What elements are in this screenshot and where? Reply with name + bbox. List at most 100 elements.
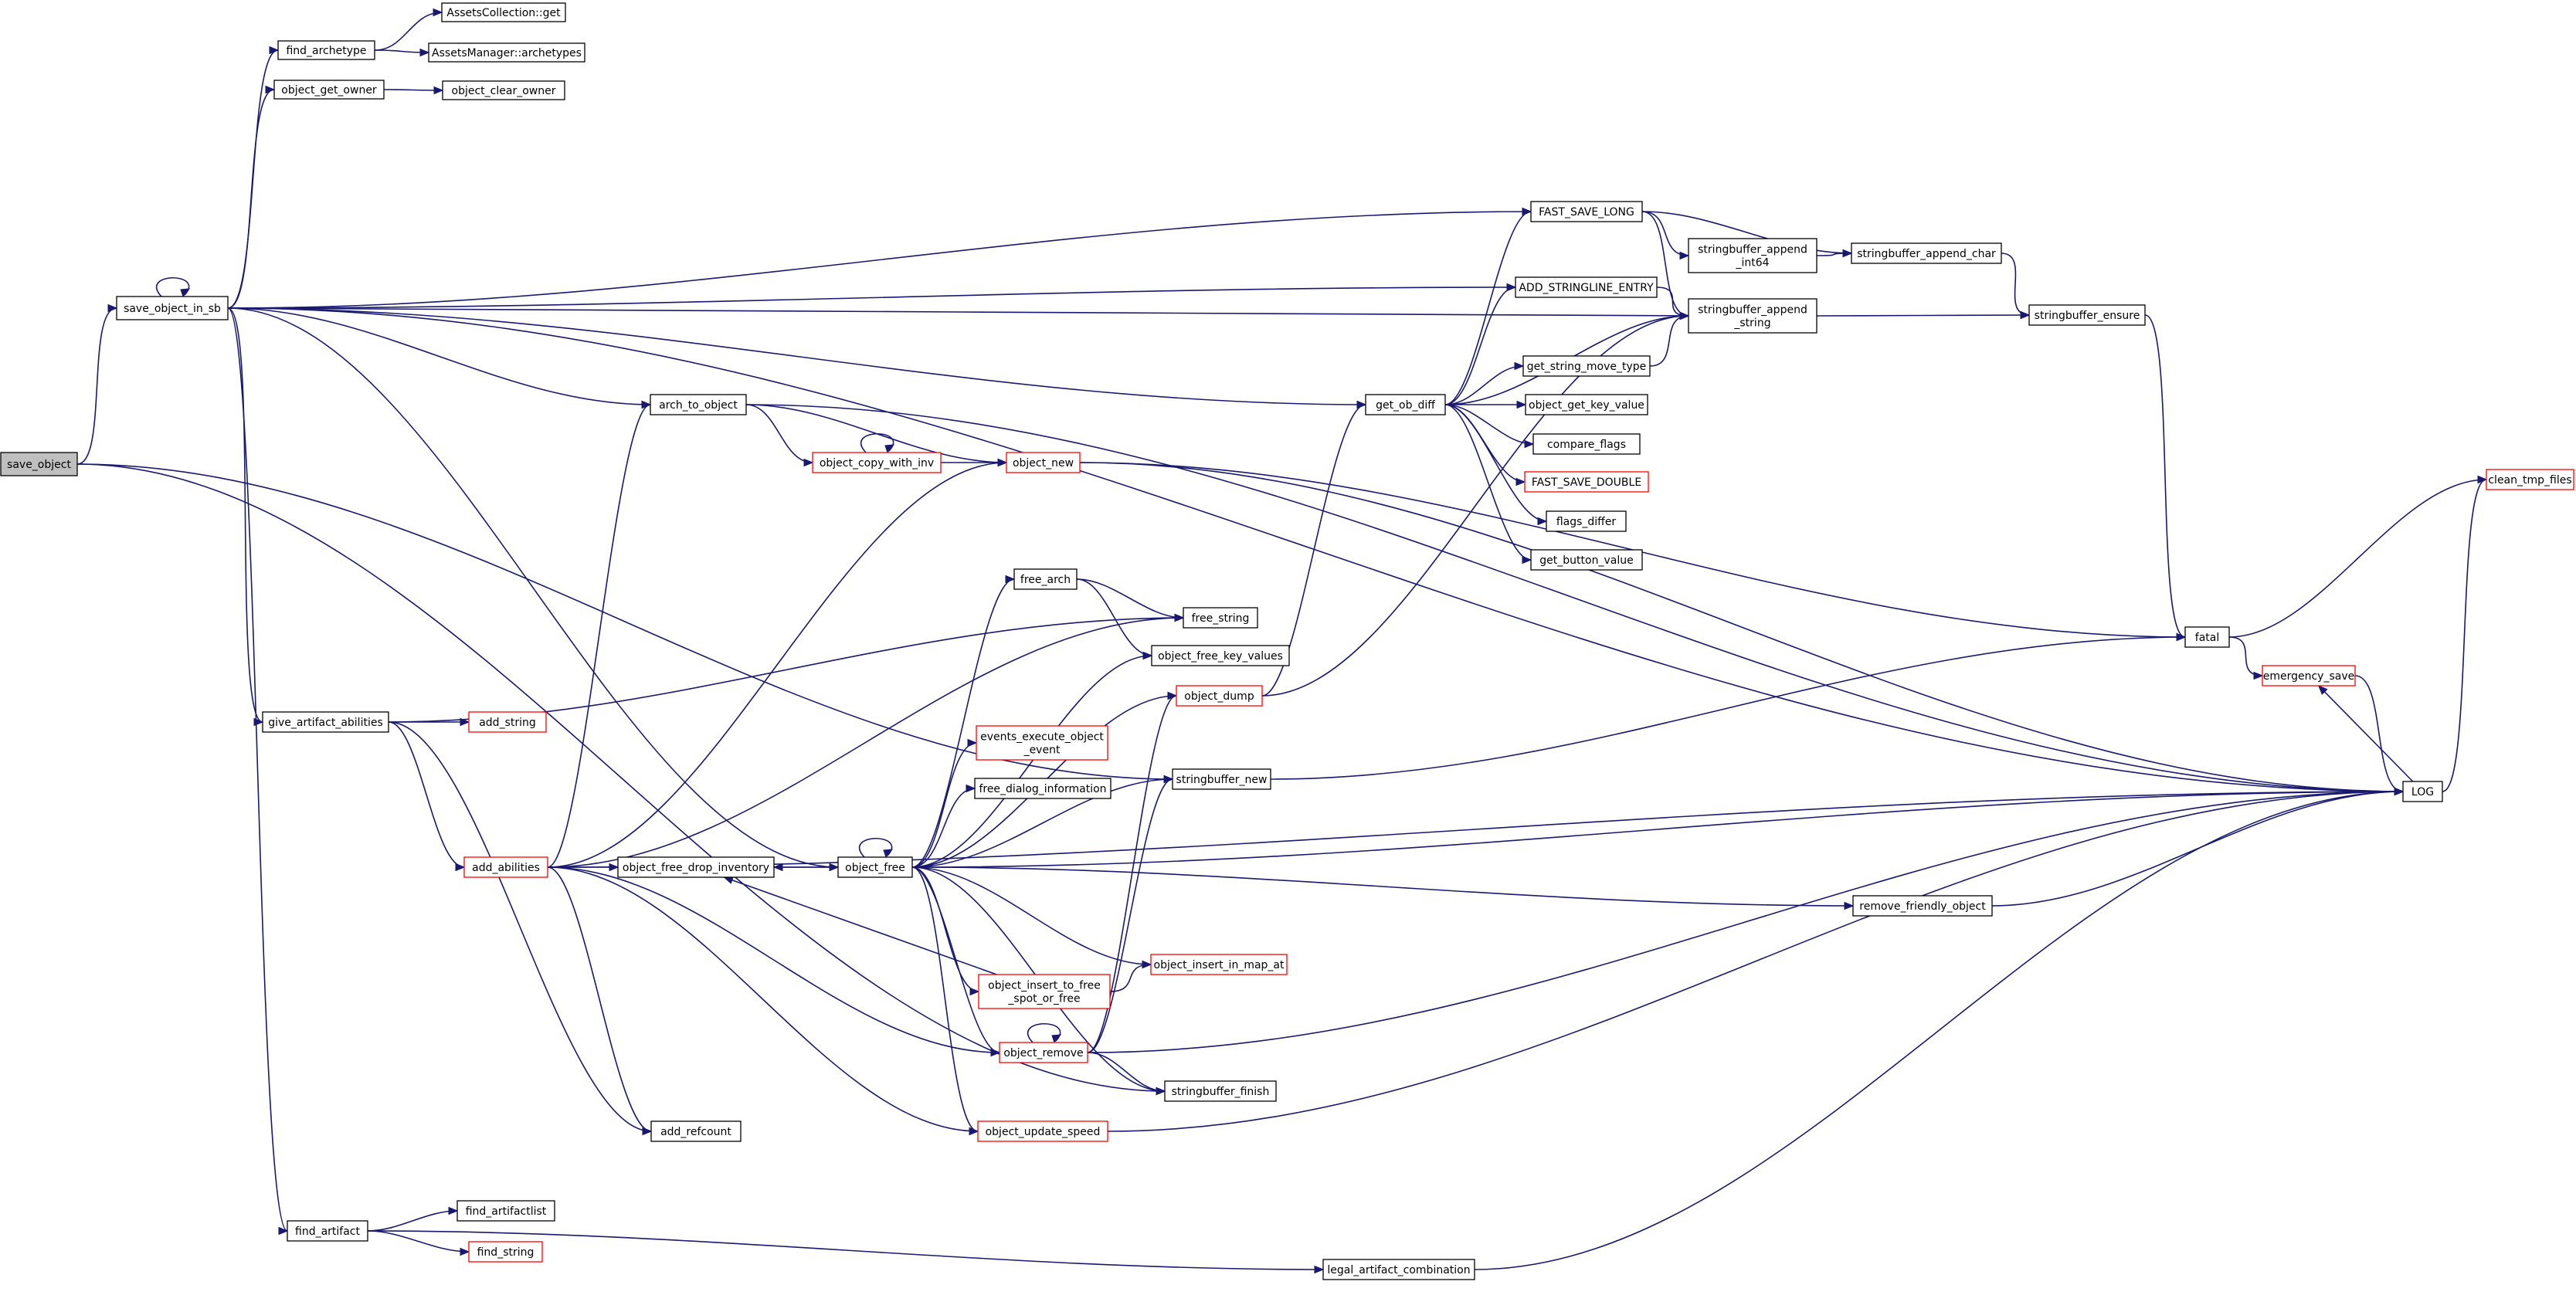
node-box: [976, 725, 1108, 761]
node-box: [1151, 645, 1290, 666]
node-object-get-key-value[interactable]: object_get_key_value: [1525, 394, 1648, 415]
node-stringbuffer-new[interactable]: stringbuffer_new: [1172, 768, 1271, 790]
node-add-refcount[interactable]: add_refcount: [650, 1120, 742, 1142]
node-object-insert-in-map-at[interactable]: object_insert_in_map_at: [1150, 954, 1288, 975]
node-object-insert-to-free-spot-or-free[interactable]: object_insert_to_free_spot_or_free: [978, 974, 1111, 1009]
edge-save_object-to-save_object_in_sb: [76, 303, 118, 465]
node-get-string-move-type[interactable]: get_string_move_type: [1522, 355, 1651, 377]
node-label: _string: [1733, 317, 1770, 330]
node-object-remove[interactable]: object_remove: [999, 1042, 1088, 1063]
node-box: [812, 452, 942, 473]
node-box: [974, 778, 1112, 799]
node-find-artifactlist[interactable]: find_artifactlist: [456, 1200, 555, 1222]
node-find-artifact[interactable]: find_artifact: [287, 1220, 368, 1242]
node-label: AssetsCollection::get: [446, 7, 561, 19]
node-stringbuffer-ensure[interactable]: stringbuffer_ensure: [2028, 304, 2146, 326]
node-label: stringbuffer_finish: [1172, 1086, 1270, 1098]
edge-object_free-to-object_insert_to_free_spot_or_free: [911, 866, 980, 996]
node-legal-artifact-combination[interactable]: legal_artifact_combination: [1322, 1259, 1475, 1280]
node-object-update-speed[interactable]: object_update_speed: [977, 1120, 1108, 1142]
node-give-artifact-abilities[interactable]: give_artifact_abilities: [262, 711, 389, 733]
node-object-copy-with-inv[interactable]: object_copy_with_inv: [812, 452, 942, 473]
node-label: legal_artifact_combination: [1327, 1264, 1470, 1276]
node-remove-friendly-object[interactable]: remove_friendly_object: [1852, 895, 1993, 917]
edge-object_dump-to-get_ob_diff: [1261, 400, 1367, 697]
node-box: [1172, 768, 1271, 790]
edge-object_free-to-events_execute_object_event: [911, 738, 978, 868]
node-flags-differ[interactable]: flags_differ: [1546, 510, 1627, 532]
edge-find_archetype-to-AssetsCollection_get: [374, 8, 443, 51]
node-box: [1365, 394, 1446, 415]
node-get-ob-diff[interactable]: get_ob_diff: [1365, 394, 1446, 415]
node-label: object_free_key_values: [1158, 650, 1283, 663]
node-find-archetype[interactable]: find_archetype: [277, 40, 375, 60]
edge-object_insert_to_free_spot_or_free-to-object_insert_in_map_at: [1109, 960, 1152, 992]
node-label: stringbuffer_append: [1698, 304, 1807, 317]
node-compare-flags[interactable]: compare_flags: [1532, 433, 1641, 455]
node-add-abilities[interactable]: add_abilities: [463, 856, 548, 878]
node-object-free-drop-inventory[interactable]: object_free_drop_inventory: [617, 856, 775, 878]
node-add-string[interactable]: add_string: [468, 711, 547, 733]
node-box: [2184, 626, 2230, 648]
node-box: [1530, 549, 1643, 571]
node-label: events_execute_object: [980, 731, 1104, 744]
node-free-dialog-information[interactable]: free_dialog_information: [974, 778, 1112, 799]
node-label: arch_to_object: [659, 399, 738, 412]
node-object-get-owner[interactable]: object_get_owner: [273, 80, 385, 100]
node-box: [442, 80, 565, 100]
node-object-clear-owner[interactable]: object_clear_owner: [442, 80, 565, 100]
node-stringbuffer-append-char[interactable]: stringbuffer_append_char: [1851, 242, 2002, 264]
edge-get_ob_diff-to-object_get_key_value: [1445, 400, 1527, 409]
node-free-arch[interactable]: free_arch: [1013, 568, 1078, 590]
node-label: object_insert_to_free: [988, 980, 1101, 992]
node-label: stringbuffer_append_char: [1857, 248, 1996, 260]
node-box: [1515, 276, 1658, 298]
node-box: [1546, 510, 1627, 532]
node-label: object_remove: [1003, 1047, 1083, 1059]
node-events-execute-object-event[interactable]: events_execute_object_event: [976, 725, 1108, 761]
node-save-object[interactable]: save_object: [0, 452, 78, 476]
node-box: [1522, 355, 1651, 377]
node-object-new[interactable]: object_new: [1006, 452, 1081, 473]
edge-arch_to_object-to-object_copy_with_inv: [745, 404, 814, 467]
edge-get_ob_diff-to-get_button_value: [1444, 404, 1532, 564]
node-log[interactable]: LOG: [2402, 781, 2443, 802]
edge-LOG-to-emergency_save: [2317, 685, 2414, 782]
node-stringbuffer-finish[interactable]: stringbuffer_finish: [1164, 1080, 1277, 1102]
node-object-free[interactable]: object_free: [837, 856, 913, 878]
node-add-stringline-entry[interactable]: ADD_STRINGLINE_ENTRY: [1515, 276, 1658, 298]
node-box: [1524, 471, 1649, 493]
node-label: object_copy_with_inv: [820, 457, 934, 470]
node-save-object-in-sb[interactable]: save_object_in_sb: [116, 296, 229, 320]
node-stringbuffer-append-string[interactable]: stringbuffer_append_string: [1688, 298, 1817, 334]
node-stringbuffer-append-int64[interactable]: stringbuffer_append_int64: [1688, 238, 1817, 273]
edge-get_ob_diff-to-get_string_move_type: [1444, 361, 1525, 405]
node-object-free-key-values[interactable]: object_free_key_values: [1151, 645, 1290, 666]
edge-FAST_SAVE_LONG-to-stringbuffer_append_int64: [1641, 211, 1690, 260]
edge-save_object_in_sb-to-save_object_in_sb: [155, 276, 191, 298]
node-fatal[interactable]: fatal: [2184, 626, 2230, 648]
edge-object_copy_with_inv-to-object_copy_with_inv: [860, 432, 895, 454]
node-get-button-value[interactable]: get_button_value: [1530, 549, 1643, 571]
node-emergency-save[interactable]: emergency_save: [2262, 665, 2356, 686]
node-object-dump[interactable]: object_dump: [1176, 685, 1263, 707]
node-label: FAST_SAVE_DOUBLE: [1532, 476, 1641, 489]
node-fast-save-long[interactable]: FAST_SAVE_LONG: [1530, 201, 1643, 222]
node-assetscollection-get[interactable]: AssetsCollection::get: [441, 2, 566, 22]
node-arch-to-object[interactable]: arch_to_object: [650, 394, 747, 415]
node-box: [2028, 304, 2146, 326]
node-label: stringbuffer_new: [1176, 774, 1268, 786]
node-label: add_abilities: [472, 862, 540, 874]
node-box: [1183, 607, 1258, 629]
node-label: stringbuffer_ensure: [2035, 310, 2140, 322]
node-label: object_get_owner: [281, 84, 377, 97]
node-fast-save-double[interactable]: FAST_SAVE_DOUBLE: [1524, 471, 1649, 493]
node-assetsmanager-archetypes[interactable]: AssetsManager::archetypes: [428, 42, 585, 63]
node-box: [428, 42, 585, 63]
edge-stringbuffer_append_string-to-stringbuffer_ensure: [1816, 310, 2031, 320]
node-clean-tmp-files[interactable]: clean_tmp_files: [2486, 469, 2574, 490]
node-label: save_object: [7, 459, 71, 471]
node-find-string[interactable]: find_string: [468, 1241, 543, 1263]
node-free-string[interactable]: free_string: [1183, 607, 1258, 629]
